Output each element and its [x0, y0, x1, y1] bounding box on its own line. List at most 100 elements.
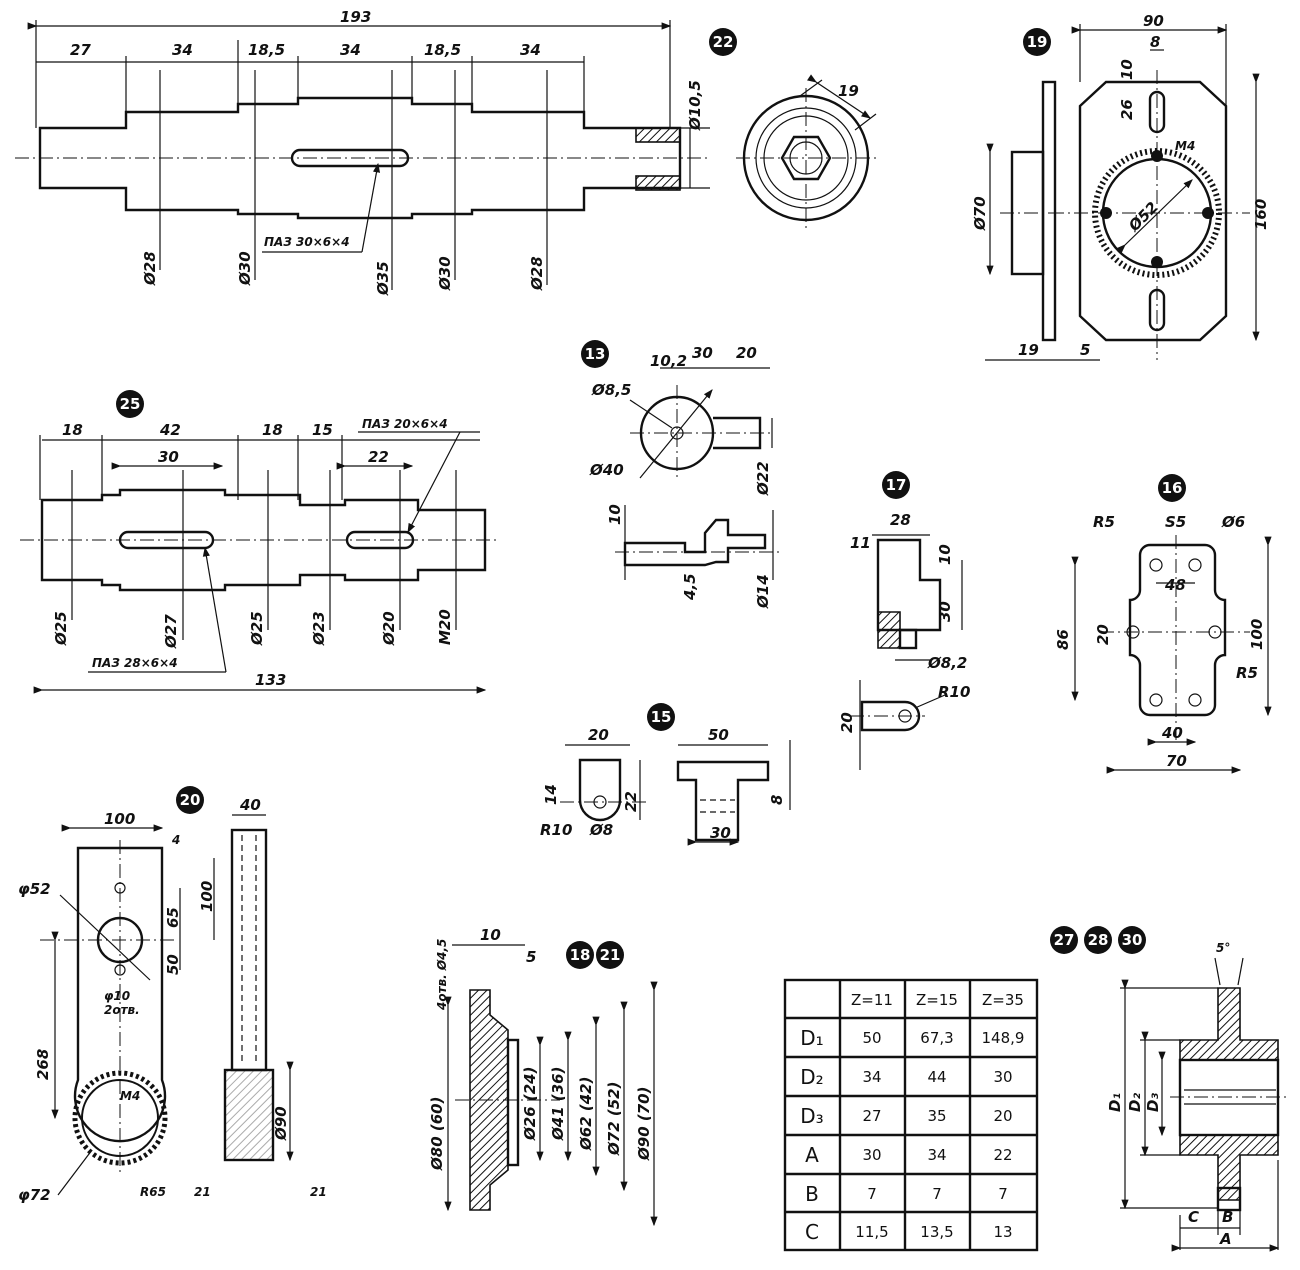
dim-20-e: 21: [194, 1185, 211, 1199]
dim-19-bore: Ø52: [1124, 198, 1161, 235]
dim-19-t2: 5: [1080, 341, 1090, 359]
dim-gear-c: C: [1188, 1208, 1199, 1226]
dim-15-h: 8: [768, 795, 786, 805]
table-cell: 20: [993, 1107, 1012, 1125]
dim-16-h2: 20: [1094, 624, 1112, 645]
dim-25-s2: 42: [159, 421, 181, 439]
svg-text:25: 25: [120, 395, 141, 413]
table-cell: 67,3: [920, 1029, 953, 1047]
table-header-z11: Z=11: [851, 991, 893, 1009]
dim-15-r: R10: [540, 821, 572, 839]
badge-19: 19: [1023, 28, 1051, 56]
dim-19-thread: M4: [1175, 139, 1195, 153]
dim-16-c: 48: [1164, 576, 1186, 594]
figure-25-shaft: 18 42 18 15 ПАЗ 20×6×4 30 22 Ø25 Ø27 Ø25…: [20, 417, 500, 694]
dim-16-h1: 86: [1054, 629, 1072, 650]
dim-gear-d2: D₂: [1126, 1093, 1144, 1112]
svg-text:28: 28: [1088, 931, 1109, 949]
dim-25-overall: 133: [255, 671, 286, 689]
label-25-slot1: ПАЗ 20×6×4: [362, 417, 448, 431]
dim-15-b: 14: [542, 784, 560, 805]
dim-25-d3: Ø25: [248, 611, 266, 646]
dim-25-d1: Ø25: [52, 611, 70, 646]
dim-19-t1: 19: [1018, 341, 1039, 359]
dim-15-c: 22: [622, 791, 640, 812]
dim-17-b: 28: [890, 511, 911, 529]
dim-20-shaft: Ø90: [272, 1106, 290, 1141]
dim-18-d4: Ø72 (52): [605, 1082, 623, 1156]
svg-text:22: 22: [713, 33, 734, 51]
dim-20-t: 40: [239, 796, 261, 814]
dim-19-slot-l: 26: [1118, 99, 1136, 120]
figure-18-21-flange: 10 5 4отв. Ø4,5 Ø80 (60) Ø26 (24) Ø41 (3…: [428, 926, 658, 1227]
table-row-label: B: [805, 1182, 819, 1206]
svg-text:27: 27: [1054, 931, 1075, 949]
svg-text:30: 30: [1122, 931, 1143, 949]
dim-19-slot-w: 8: [1150, 33, 1160, 51]
dim-19-slot-h: 10: [1118, 59, 1136, 80]
dim-16-r1: R5: [1093, 513, 1115, 531]
dim-13-hole: Ø8,5: [591, 381, 631, 399]
dim-25-d5: Ø20: [380, 611, 398, 646]
dim-20-holes: φ10: [104, 989, 130, 1003]
dim-25-thread: M20: [436, 609, 454, 645]
svg-text:16: 16: [1162, 479, 1183, 497]
dim-16-w2: 70: [1166, 752, 1187, 770]
label-22-slot: ПАЗ 30×6×4: [264, 235, 350, 249]
dim-22-nut: 19: [838, 82, 859, 100]
dim-18-b: 5: [526, 948, 536, 966]
badge-13: 13: [581, 340, 609, 368]
dim-gear-d3: D₃: [1144, 1093, 1162, 1112]
dim-19-height: 160: [1252, 199, 1270, 230]
figure-20-lever: 100 4 φ52 65 100 50 φ10 2отв. 268 M4 φ72…: [18, 796, 327, 1204]
dim-18-d2: Ø41 (36): [549, 1067, 567, 1141]
dim-gear-b: B: [1222, 1208, 1233, 1226]
table-header-z35: Z=35: [982, 991, 1024, 1009]
dim-18-outer: Ø80 (60): [428, 1097, 446, 1171]
badge-18: 18: [566, 941, 594, 969]
dim-13-b: 30: [692, 344, 713, 362]
badge-27: 27: [1050, 926, 1078, 954]
dim-22-d4: Ø30: [436, 256, 454, 291]
dim-16-w1: 40: [1161, 724, 1183, 742]
dim-20-r: R65: [140, 1185, 166, 1199]
dim-13-c: 20: [736, 344, 757, 362]
table-cell: 13,5: [920, 1223, 953, 1241]
dim-22-d3: Ø35: [374, 261, 392, 296]
dim-13-outer: Ø40: [589, 461, 624, 479]
dim-25-s4: 15: [312, 421, 333, 439]
dim-22-overall: 193: [340, 8, 371, 26]
dim-16-hole: Ø6: [1221, 513, 1245, 531]
table-row-label: A: [805, 1143, 819, 1167]
table-cell: 44: [927, 1068, 946, 1086]
dim-13-a: 10,2: [650, 352, 687, 370]
dim-25-d4: Ø23: [310, 611, 328, 646]
dim-22-d2: Ø30: [236, 251, 254, 286]
label-25-slot2: ПАЗ 28×6×4: [92, 656, 178, 670]
table-cell: 30: [862, 1146, 881, 1164]
dim-13-t: 4,5: [681, 573, 699, 601]
dim-20-w: 100: [104, 810, 135, 828]
dim-19-width: 90: [1143, 12, 1164, 30]
dim-20-f: 21: [310, 1185, 327, 1199]
table-cell: 7: [998, 1185, 1008, 1203]
dim-15-w: 50: [708, 726, 729, 744]
svg-text:20: 20: [180, 791, 201, 809]
dim-22-s2: 34: [172, 41, 193, 59]
table-cell: 30: [993, 1068, 1012, 1086]
dim-16-s: S5: [1165, 513, 1186, 531]
table-cell: 11,5: [855, 1223, 888, 1241]
dim-17-a: 11: [850, 534, 871, 552]
badge-28: 28: [1084, 926, 1112, 954]
table-cell: 7: [867, 1185, 877, 1203]
table-cell: 34: [862, 1068, 881, 1086]
table-header-z15: Z=15: [916, 991, 958, 1009]
dim-22-s5: 18,5: [424, 41, 461, 59]
figure-16: R5 S5 Ø6 48 86 20 100 R5 40 70: [1054, 513, 1272, 774]
svg-text:15: 15: [651, 708, 672, 726]
dim-16-r2: R5: [1236, 664, 1258, 682]
dim-15-base: 30: [710, 824, 731, 842]
dim-18-holes: 4отв. Ø4,5: [435, 939, 449, 1011]
dim-17-h: 20: [838, 712, 856, 733]
